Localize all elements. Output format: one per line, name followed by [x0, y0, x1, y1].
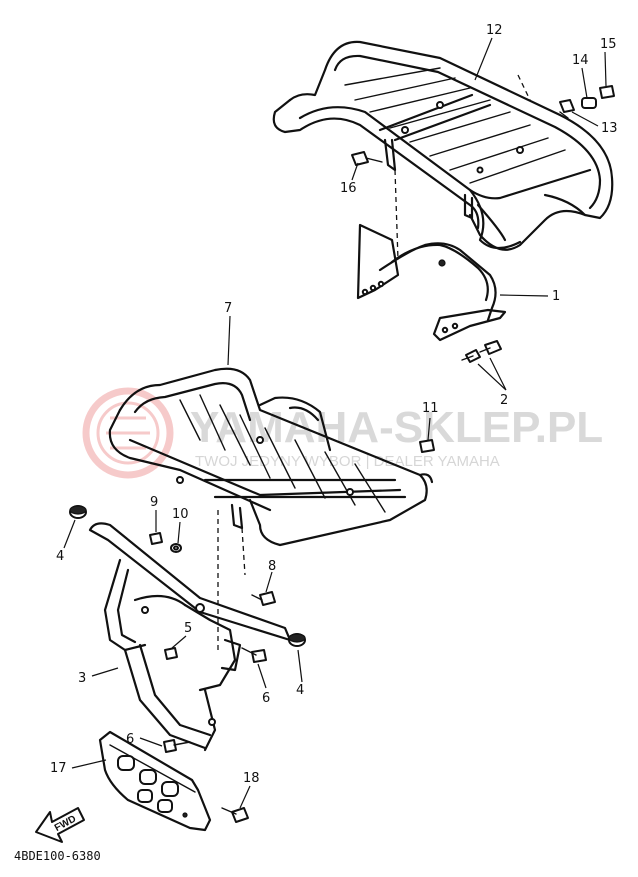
callout-1: 1: [552, 289, 560, 304]
callout-2: 2: [500, 393, 508, 408]
guide-line: [394, 169, 399, 261]
front-carrier: [108, 367, 434, 547]
nut-9: [149, 532, 163, 545]
nut-5: [164, 647, 178, 660]
front-bracket: [88, 522, 292, 752]
fwd-arrow-icon: FWD: [35, 807, 85, 843]
callout-15: 15: [600, 37, 617, 52]
callout-11: 11: [422, 401, 439, 416]
bolt-6-right: [241, 647, 267, 663]
washer-10: [170, 543, 182, 553]
carrier-stay: [356, 223, 507, 342]
collar-14: [581, 97, 597, 109]
callout-12: 12: [486, 23, 503, 38]
callout-18: 18: [243, 771, 260, 786]
callout-5: 5: [184, 621, 192, 636]
grommet-4-right: [288, 633, 306, 647]
callout-16: 16: [340, 181, 357, 196]
callout-6-right: 6: [262, 691, 270, 706]
watermark-logo: [82, 387, 174, 479]
callout-13: 13: [601, 121, 618, 136]
watermark: YAMAHA-SKLEP.PL TWOJ JEDYNY WYBOR | DEAL…: [82, 387, 603, 479]
diagram-code: 4BDE100-6380: [14, 849, 101, 863]
callout-4-right: 4: [296, 683, 304, 698]
callout-10: 10: [172, 507, 189, 522]
callout-4-left: 4: [56, 549, 64, 564]
watermark-subtext: TWOJ JEDYNY WYBOR | DEALER YAMAHA: [195, 453, 500, 470]
bolt-6-left: [163, 739, 191, 753]
grommet-4-left: [69, 505, 87, 519]
watermark-text: YAMAHA-SKLEP.PL: [190, 403, 603, 452]
callout-labels: 12 14 15 13 16 1 2 7 11 9 10 4 8 5 3 6 4…: [50, 23, 618, 786]
leader-lines: [63, 37, 607, 809]
bolt-8: [251, 591, 276, 606]
bolt-2: [461, 340, 502, 363]
callout-17: 17: [50, 761, 67, 776]
bolt-15: [599, 85, 615, 99]
callout-9: 9: [150, 495, 158, 510]
guide-line: [241, 527, 246, 576]
callout-14: 14: [572, 53, 589, 68]
rear-carrier: [272, 40, 614, 251]
bolt-16: [351, 151, 383, 166]
callout-7: 7: [224, 301, 232, 316]
callout-3: 3: [78, 671, 86, 686]
nut-13: [559, 99, 575, 119]
guard-17: [98, 730, 212, 832]
bolt-11: [419, 439, 435, 453]
guide-line: [517, 74, 531, 101]
callout-6-left: 6: [126, 732, 134, 747]
bolt-18: [221, 807, 249, 823]
callout-8: 8: [268, 559, 276, 574]
